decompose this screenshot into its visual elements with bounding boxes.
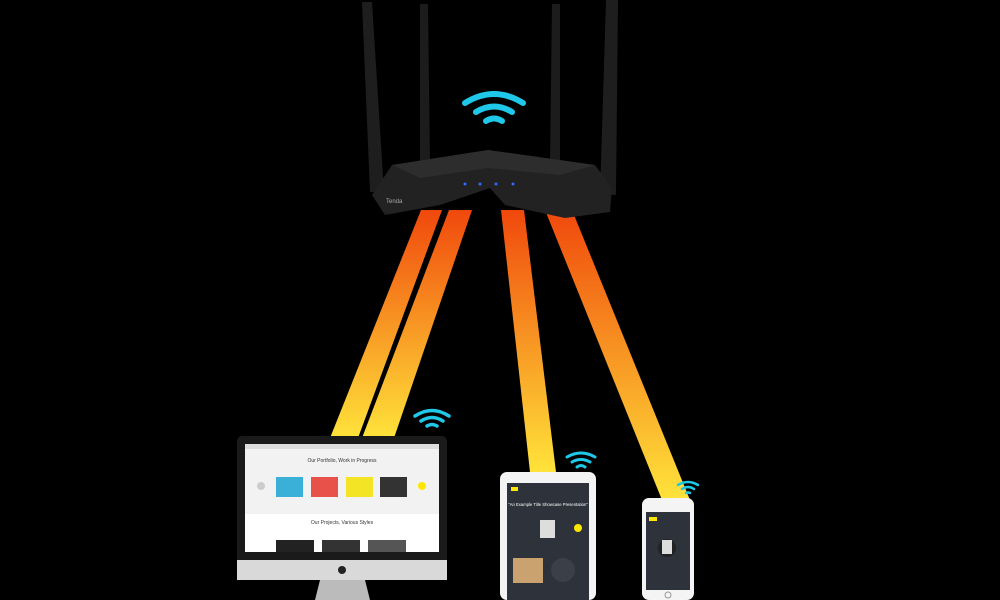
beam-phone [545, 210, 690, 500]
tablet: "An Example Title Showcase Presentation" [500, 472, 596, 600]
antenna [420, 4, 430, 165]
phone [642, 498, 694, 600]
monitor: Our Portfolio, Work in Progress Our Proj… [237, 436, 447, 600]
next-arrow [418, 482, 426, 490]
wifi-icon [462, 91, 526, 124]
router: Tenda [362, 0, 618, 218]
wifi-icon [413, 408, 451, 428]
home-button [664, 591, 672, 599]
tablet-heading: "An Example Title Showcase Presentation" [508, 502, 588, 507]
antenna [550, 4, 560, 165]
router-brand: Tenda [386, 199, 403, 205]
monitor-stand [315, 580, 370, 600]
led [463, 182, 467, 186]
led [494, 182, 498, 186]
signal-beams [330, 210, 690, 500]
monitor-heading-1: Our Portfolio, Work in Progress [307, 458, 377, 464]
antenna [362, 2, 384, 192]
led [478, 182, 482, 186]
led [511, 182, 515, 186]
wifi-icon [565, 451, 597, 469]
beam-tablet [501, 210, 556, 472]
monitor-heading-2: Our Projects, Various Styles [311, 520, 374, 526]
beam-monitor-1 [330, 210, 442, 438]
router-top [392, 150, 595, 178]
apple-logo-icon [338, 566, 346, 574]
beam-monitor-2 [362, 210, 472, 438]
antenna [600, 0, 618, 195]
wifi-icon [676, 480, 700, 495]
